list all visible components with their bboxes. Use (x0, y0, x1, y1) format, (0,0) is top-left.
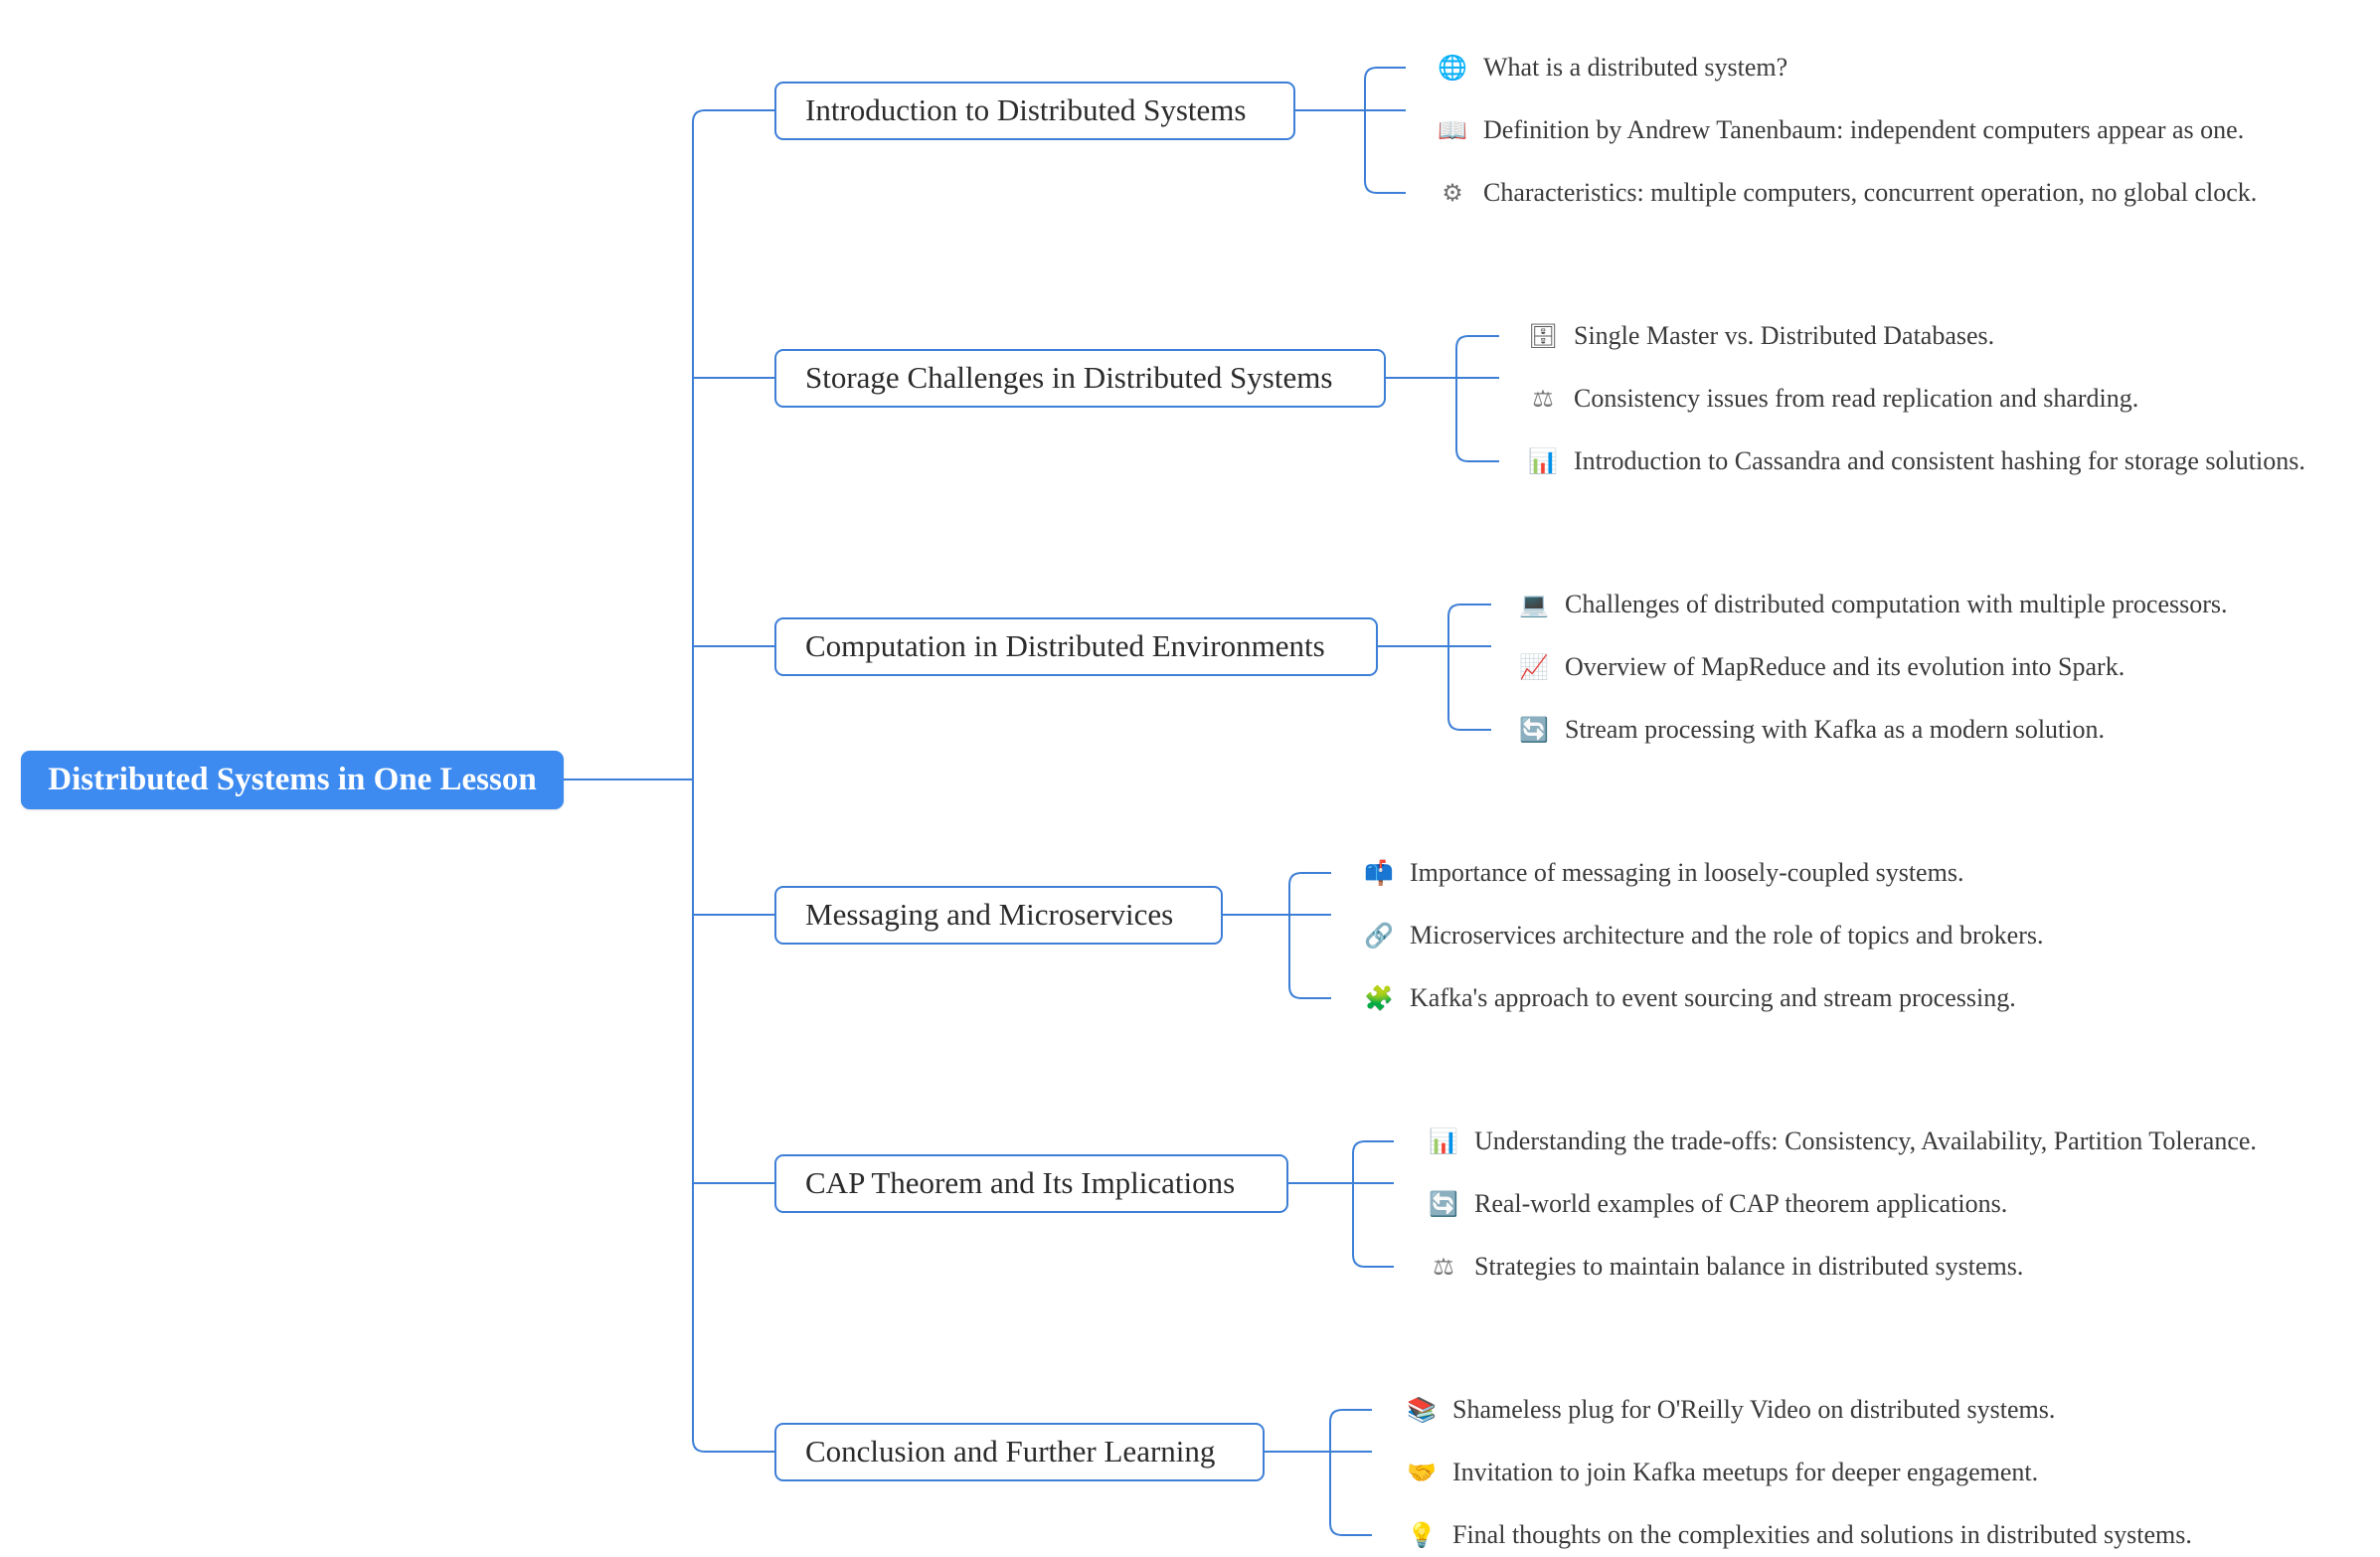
refresh-icon: 🔄 (1519, 716, 1549, 744)
handshake-icon: 🤝 (1407, 1459, 1437, 1486)
leaf-item[interactable]: ⚙ Characteristics: multiple computers, co… (1438, 171, 2257, 215)
leaf-text: Characteristics: multiple computers, con… (1483, 178, 2258, 207)
leaf-text: Definition by Andrew Tanenbaum: independ… (1483, 115, 2245, 144)
leaf-text: Shameless plug for O'Reilly Video on dis… (1452, 1395, 2056, 1424)
leaf-bracket (1447, 604, 1491, 731)
puzzle-icon: 🧩 (1364, 984, 1394, 1012)
topic-label: Introduction to Distributed Systems (805, 92, 1247, 127)
leaf-text: Introduction to Cassandra and consistent… (1574, 446, 2305, 475)
line-chart-icon: 📈 (1519, 653, 1549, 681)
leaf-item[interactable]: 🧩 Kafka's approach to event sourcing and … (1364, 976, 2016, 1020)
topic-node[interactable]: Storage Challenges in Distributed System… (774, 348, 1386, 408)
topic-connector (692, 109, 774, 123)
leaf-item[interactable]: 🔄 Real-world examples of CAP theorem appl… (1429, 1182, 2007, 1226)
root-node[interactable]: Distributed Systems in One Lesson (21, 751, 564, 809)
bar-chart-icon: 📊 (1429, 1127, 1458, 1155)
leaf-item[interactable]: 🔄 Stream processing with Kafka as a moder… (1519, 708, 2105, 752)
gear-icon: ⚙ (1442, 179, 1463, 207)
scales-icon: ⚖ (1532, 385, 1554, 413)
root-label: Distributed Systems in One Lesson (48, 762, 537, 797)
topic-label: Conclusion and Further Learning (805, 1434, 1216, 1469)
leaf-item[interactable]: 💡 Final thoughts on the complexities and … (1407, 1513, 2192, 1557)
book-icon: 📖 (1438, 116, 1467, 144)
topic-node[interactable]: Computation in Distributed Environments (774, 616, 1378, 676)
topic-label: Messaging and Microservices (805, 897, 1174, 932)
topic-node[interactable]: Messaging and Microservices (774, 885, 1223, 945)
database-icon: 🗄 (1527, 322, 1559, 350)
leaf-text: Real-world examples of CAP theorem appli… (1474, 1189, 2008, 1218)
leaf-text: Importance of messaging in loosely-coupl… (1410, 858, 1964, 887)
topic-connector (692, 1439, 774, 1453)
refresh-icon: 🔄 (1429, 1190, 1458, 1218)
leaf-bracket (1352, 1140, 1394, 1268)
leaf-text: Challenges of distributed computation wi… (1565, 590, 2228, 618)
leaf-text: Consistency issues from read replication… (1574, 384, 2139, 413)
leaf-item[interactable]: 🗄 Single Master vs. Distributed Databases… (1528, 314, 1994, 358)
leaf-item[interactable]: 🤝 Invitation to join Kafka meetups for de… (1407, 1451, 2038, 1494)
leaf-bracket (1288, 872, 1331, 999)
mailbox-icon: 📫 (1364, 859, 1394, 887)
leaf-bracket (1329, 1409, 1372, 1536)
leaf-item[interactable]: 📫 Importance of messaging in loosely-coup… (1364, 851, 1963, 895)
leaf-text: Microservices architecture and the role … (1410, 921, 2044, 950)
leaf-text: Strategies to maintain balance in distri… (1474, 1252, 2024, 1281)
leaf-item[interactable]: 📊 Introduction to Cassandra and consisten… (1528, 439, 2305, 483)
leaf-text: What is a distributed system? (1483, 53, 1788, 82)
globe-icon: 🌐 (1438, 54, 1467, 82)
topic-node[interactable]: Conclusion and Further Learning (774, 1422, 1265, 1481)
link-icon: 🔗 (1364, 922, 1394, 950)
topic-node[interactable]: Introduction to Distributed Systems (774, 81, 1295, 140)
leaf-bracket (1455, 335, 1499, 462)
topic-label: Computation in Distributed Environments (805, 628, 1325, 663)
lightbulb-icon: 💡 (1407, 1521, 1437, 1549)
topic-node[interactable]: CAP Theorem and Its Implications (774, 1153, 1288, 1213)
leaf-item[interactable]: ⚖ Strategies to maintain balance in distr… (1429, 1245, 2023, 1289)
leaf-text: Final thoughts on the complexities and s… (1452, 1520, 2192, 1549)
leaf-text: Single Master vs. Distributed Databases. (1574, 321, 1995, 350)
leaf-text: Understanding the trade-offs: Consistenc… (1474, 1126, 2257, 1155)
bar-chart-icon: 📊 (1528, 447, 1558, 475)
leaf-text: Kafka's approach to event sourcing and s… (1410, 983, 2016, 1012)
leaf-item[interactable]: 📈 Overview of MapReduce and its evolution… (1519, 645, 2125, 689)
scales-icon: ⚖ (1433, 1253, 1454, 1281)
leaf-text: Stream processing with Kafka as a modern… (1565, 715, 2105, 744)
leaf-text: Overview of MapReduce and its evolution … (1565, 652, 2125, 681)
leaf-item[interactable]: 📚 Shameless plug for O'Reilly Video on di… (1407, 1388, 2055, 1432)
leaf-text: Invitation to join Kafka meetups for dee… (1452, 1458, 2039, 1486)
books-icon: 📚 (1407, 1396, 1437, 1424)
leaf-item[interactable]: 📖 Definition by Andrew Tanenbaum: indepen… (1438, 108, 2244, 152)
leaf-item[interactable]: 🌐 What is a distributed system? (1438, 46, 1787, 89)
topic-label: CAP Theorem and Its Implications (805, 1165, 1236, 1200)
leaf-bracket (1364, 67, 1406, 194)
leaf-item[interactable]: 📊 Understanding the trade-offs: Consisten… (1429, 1120, 2257, 1163)
computer-icon: 💻 (1519, 591, 1549, 618)
leaf-item[interactable]: ⚖ Consistency issues from read replicatio… (1528, 377, 2138, 421)
leaf-item[interactable]: 🔗 Microservices architecture and the role… (1364, 914, 2043, 957)
leaf-item[interactable]: 💻 Challenges of distributed computation w… (1519, 583, 2228, 626)
topic-label: Storage Challenges in Distributed System… (805, 360, 1333, 395)
